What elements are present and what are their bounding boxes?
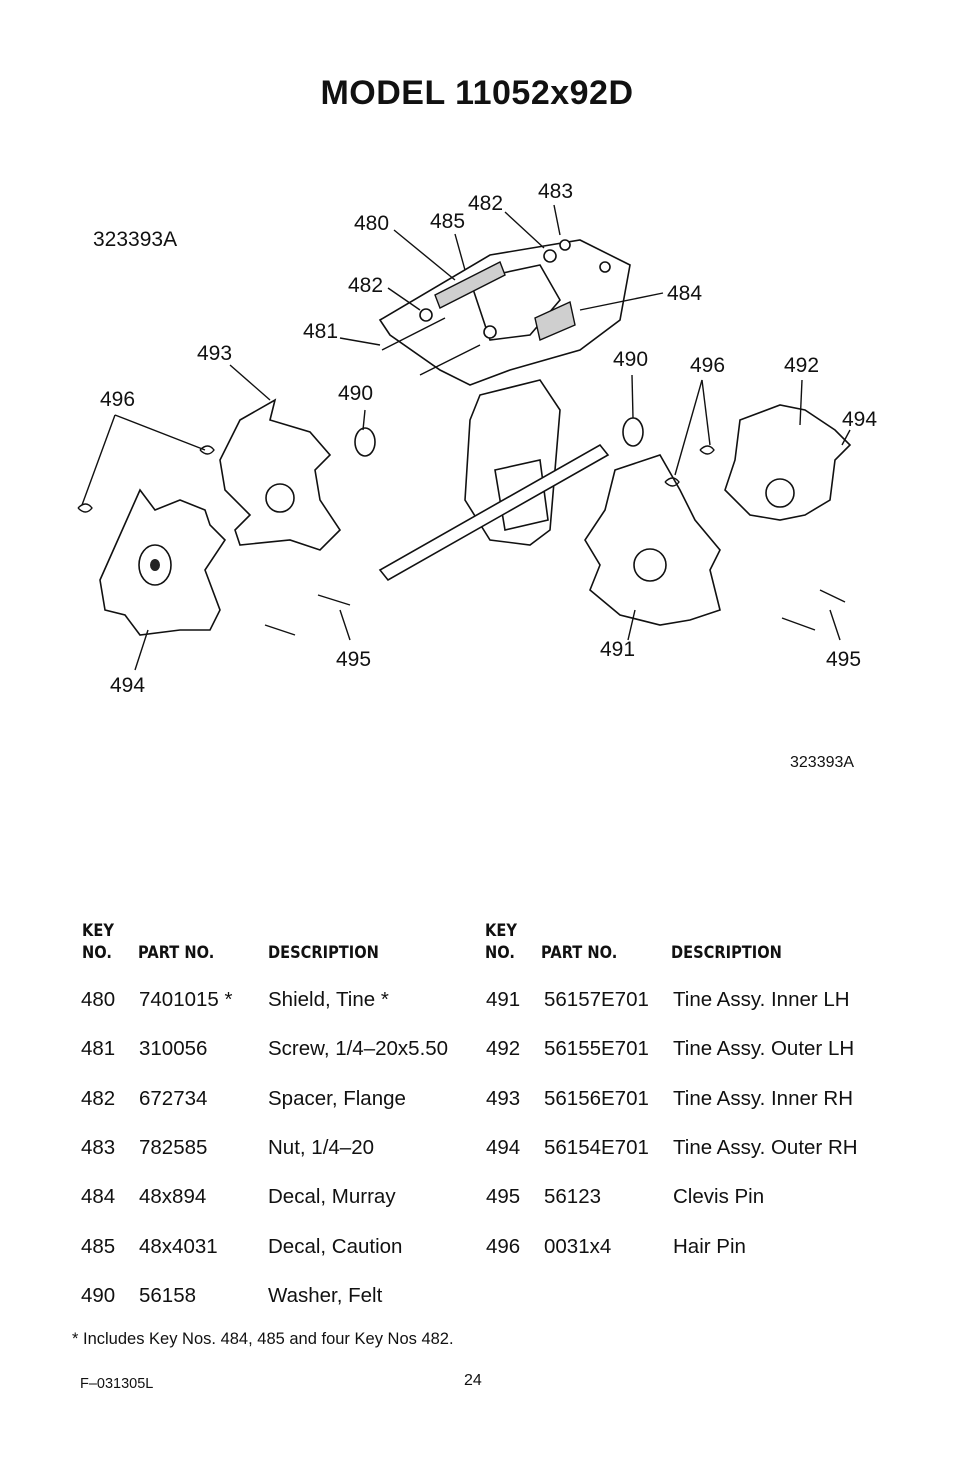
diagram-drawing — [77, 204, 852, 671]
callout-490-left: 490 — [338, 382, 374, 405]
page-title: MODEL 11052x92D — [320, 74, 634, 112]
row-desc: Hair Pin — [673, 1235, 746, 1258]
row-key: 481 — [81, 1037, 116, 1060]
row-part: 672734 — [139, 1087, 208, 1110]
callout-480: 480 — [354, 212, 390, 235]
callout-496-left: 496 — [100, 388, 136, 411]
row-part: 48x894 — [139, 1185, 207, 1208]
row-desc: Tine Assy. Inner LH — [673, 988, 850, 1011]
row-part: 56154E701 — [544, 1136, 649, 1159]
row-key: 480 — [81, 988, 116, 1011]
callout-495-left: 495 — [336, 648, 372, 671]
row-desc: Decal, Murray — [268, 1185, 396, 1208]
left-tines-drawing — [99, 398, 342, 636]
callout-482: 482 — [468, 192, 504, 215]
row-part: 56158 — [139, 1284, 197, 1307]
row-desc: Screw, 1/4–20x5.50 — [268, 1037, 449, 1060]
row-part: 310056 — [139, 1037, 208, 1060]
row-desc: Tine Assy. Outer LH — [673, 1037, 855, 1060]
header-desc-right: DESCRIPTION — [671, 943, 782, 963]
header-part-right: PART NO. — [541, 943, 618, 963]
row-part: 48x4031 — [139, 1235, 218, 1258]
row-key: 496 — [486, 1235, 521, 1258]
page-number: 24 — [464, 1372, 482, 1389]
row-key: 493 — [486, 1087, 521, 1110]
callout-494-right: 494 — [842, 408, 878, 431]
row-key: 484 — [81, 1185, 116, 1208]
row-key: 495 — [486, 1185, 521, 1208]
row-desc: Tine Assy. Inner RH — [673, 1087, 854, 1110]
right-tines-drawing — [584, 404, 852, 626]
row-desc: Washer, Felt — [268, 1284, 383, 1307]
callout-490-right: 490 — [613, 348, 649, 371]
row-key: 483 — [81, 1136, 116, 1159]
callout-484: 484 — [667, 282, 703, 305]
row-desc: Nut, 1/4–20 — [268, 1136, 374, 1159]
callout-492: 492 — [784, 354, 820, 377]
row-part: 782585 — [139, 1136, 208, 1159]
row-part: 56156E701 — [544, 1087, 649, 1110]
row-key: 491 — [486, 988, 521, 1011]
header-desc-left: DESCRIPTION — [268, 943, 379, 963]
row-key: 494 — [486, 1136, 521, 1159]
figure-id-top: 323393A — [93, 228, 178, 251]
header-key-right: KEY NO. — [485, 921, 517, 963]
header-key-left: KEY NO. — [82, 921, 114, 963]
exploded-parts-diagram: 323393A 480 485 482 483 482 484 481 493 … — [60, 170, 900, 730]
figure-id-bottom: 323393A — [790, 754, 855, 771]
callout-483: 483 — [538, 180, 574, 203]
row-desc: Tine Assy. Outer RH — [673, 1136, 858, 1159]
row-desc: Decal, Caution — [268, 1235, 403, 1258]
row-key: 492 — [486, 1037, 521, 1060]
row-key: 485 — [81, 1235, 116, 1258]
callout-494-left: 494 — [110, 674, 146, 697]
row-desc: Spacer, Flange — [268, 1087, 406, 1110]
callout-481: 481 — [303, 320, 339, 343]
row-key: 482 — [81, 1087, 116, 1110]
callout-496-right: 496 — [690, 354, 726, 377]
tine-shield-drawing — [378, 239, 631, 386]
row-part: 7401015 * — [139, 988, 233, 1011]
row-part: 56157E701 — [544, 988, 649, 1011]
row-desc: Clevis Pin — [673, 1185, 765, 1208]
callout-491: 491 — [600, 638, 636, 661]
row-part: 0031x4 — [544, 1235, 612, 1258]
callout-485: 485 — [430, 210, 466, 233]
form-number: F–031305L — [80, 1376, 154, 1392]
callout-493: 493 — [197, 342, 233, 365]
callout-482-lower: 482 — [348, 274, 384, 297]
row-desc: Shield, Tine * — [268, 988, 389, 1011]
row-part: 56123 — [544, 1185, 602, 1208]
header-part-left: PART NO. — [138, 943, 215, 963]
callout-495-right: 495 — [826, 648, 862, 671]
row-key: 490 — [81, 1284, 116, 1307]
row-part: 56155E701 — [544, 1037, 649, 1060]
footnote: * Includes Key Nos. 484, 485 and four Ke… — [72, 1330, 454, 1348]
